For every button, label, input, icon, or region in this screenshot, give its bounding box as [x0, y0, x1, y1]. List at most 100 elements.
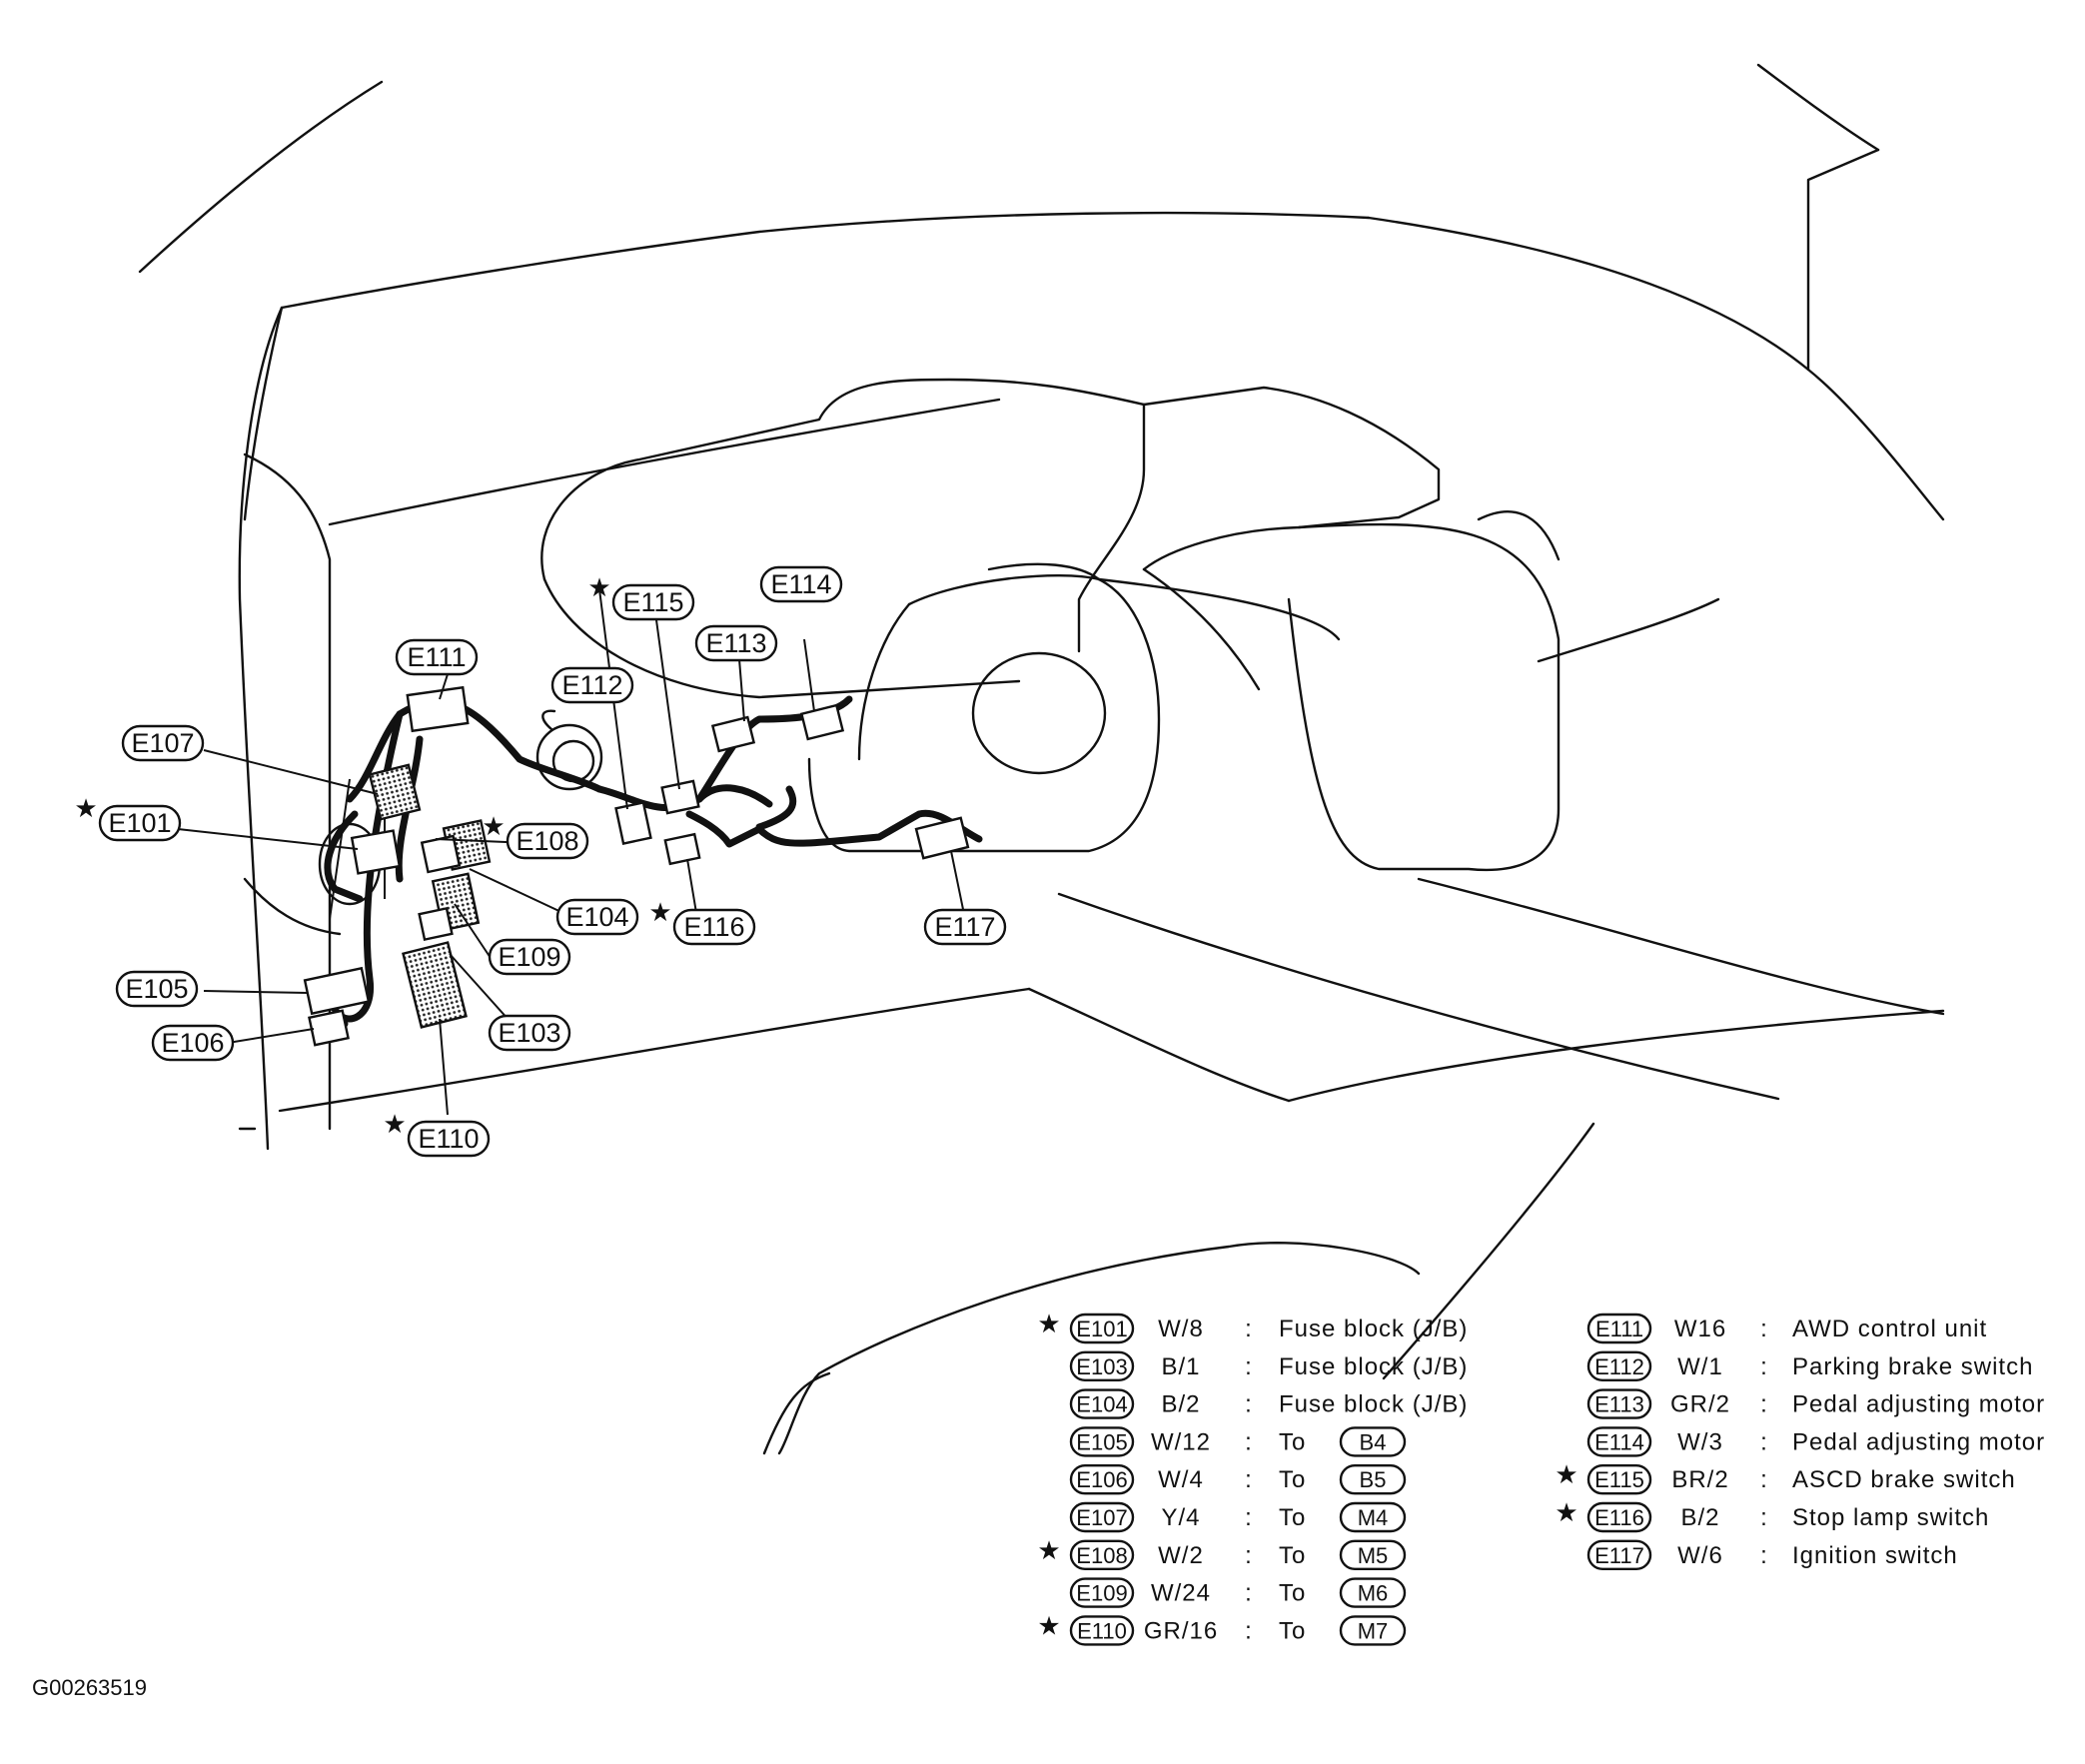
- legend-target-connector: M5: [1358, 1543, 1389, 1568]
- legend-target-connector: M4: [1358, 1505, 1389, 1530]
- legend-wire-color: B/2: [1680, 1504, 1719, 1531]
- star-icon: ★: [482, 812, 505, 842]
- legend-description: Fuse block (J/B): [1279, 1316, 1468, 1342]
- callout-label: E111: [407, 642, 466, 672]
- star-icon: ★: [648, 898, 671, 928]
- callout-e103: E103: [488, 1014, 571, 1052]
- legend-separator: :: [1760, 1504, 1768, 1531]
- callout-e111: E111: [395, 638, 479, 676]
- legend-separator: :: [1245, 1428, 1253, 1455]
- callout-label: E101: [108, 808, 171, 838]
- legend-separator: :: [1760, 1428, 1768, 1455]
- callout-e106: E106: [151, 1024, 235, 1062]
- legend-separator: :: [1245, 1504, 1253, 1531]
- callout-e101: E101 ★: [74, 794, 182, 842]
- legend-description: Parking brake switch: [1792, 1353, 2033, 1380]
- legend-separator: :: [1245, 1580, 1253, 1607]
- figure-code: G00263519: [32, 1675, 147, 1700]
- vehicle-outline: [138, 63, 1945, 1455]
- legend-description: To: [1279, 1580, 1306, 1607]
- legend-separator: :: [1245, 1466, 1253, 1493]
- callout-e114: E114: [759, 565, 843, 603]
- legend-description: Pedal adjusting motor: [1792, 1391, 2045, 1418]
- callout-e110: E110★: [383, 1110, 491, 1158]
- callout-label: E114: [770, 569, 831, 599]
- legend-wire-color: W16: [1674, 1316, 1726, 1342]
- legend-wire-color: B/2: [1161, 1391, 1200, 1418]
- callout-e115: E115★: [587, 573, 695, 621]
- legend-wire-color: W/24: [1151, 1580, 1211, 1607]
- legend-description: AWD control unit: [1792, 1316, 1987, 1342]
- legend-description: To: [1279, 1617, 1306, 1644]
- callout-label: E113: [705, 628, 766, 658]
- legend-wire-color: W/2: [1158, 1542, 1204, 1569]
- callout-e117: E117: [923, 908, 1007, 946]
- connector-shapes: [303, 685, 970, 1047]
- legend-wire-color: W/3: [1677, 1428, 1723, 1455]
- legend-connector-id: E101: [1076, 1317, 1127, 1341]
- star-icon: ★: [1555, 1460, 1577, 1490]
- callout-label: E107: [131, 728, 194, 758]
- legend-description: Fuse block (J/B): [1279, 1391, 1468, 1418]
- callout-e108: E108 ★: [482, 812, 589, 860]
- legend-description: To: [1279, 1542, 1306, 1569]
- legend-wire-color: W/4: [1158, 1466, 1204, 1493]
- legend-description: Ignition switch: [1792, 1542, 1958, 1569]
- callout-e104: E104: [555, 898, 639, 936]
- legend-separator: :: [1245, 1353, 1253, 1380]
- legend-connector-id: E114: [1594, 1429, 1644, 1454]
- legend-row-e108: ★ E108 W/2: To M5: [1037, 1536, 1407, 1571]
- legend-description: To: [1279, 1466, 1306, 1493]
- legend-description: To: [1279, 1428, 1306, 1455]
- callout-label: E115: [622, 587, 683, 617]
- callout-e105: E105: [115, 970, 199, 1008]
- legend-description: Fuse block (J/B): [1279, 1353, 1468, 1380]
- legend-description: Stop lamp switch: [1792, 1504, 1989, 1531]
- legend-target-connector: M7: [1358, 1618, 1389, 1643]
- legend-wire-color: Y/4: [1161, 1504, 1200, 1531]
- callout-e109: E109: [488, 938, 571, 976]
- star-icon: ★: [74, 794, 97, 824]
- legend-separator: :: [1760, 1542, 1768, 1569]
- star-icon: ★: [1037, 1310, 1060, 1339]
- legend-description: To: [1279, 1504, 1306, 1531]
- legend-separator: :: [1245, 1542, 1253, 1569]
- star-icon: ★: [1037, 1536, 1060, 1566]
- legend-wire-color: BR/2: [1671, 1466, 1728, 1493]
- star-icon: ★: [1555, 1498, 1577, 1528]
- legend-separator: :: [1245, 1391, 1253, 1418]
- callout-label: E103: [498, 1018, 560, 1048]
- legend-separator: :: [1760, 1353, 1768, 1380]
- legend-separator: :: [1245, 1316, 1253, 1342]
- callout-label: E106: [161, 1028, 224, 1058]
- star-icon: ★: [1037, 1611, 1060, 1641]
- legend-connector-id: E103: [1076, 1354, 1127, 1379]
- legend-wire-color: W/12: [1151, 1428, 1211, 1455]
- callout-e116: E116 ★: [648, 898, 756, 946]
- legend-wire-color: W/6: [1677, 1542, 1723, 1569]
- callout-label: E105: [125, 974, 188, 1004]
- callout-layer: E101★E103E104E105E106E107E108★E109E110★E…: [74, 565, 1007, 1158]
- callout-label: E116: [683, 912, 744, 942]
- callout-label: E108: [516, 826, 578, 856]
- legend-connector-id: E112: [1594, 1354, 1644, 1379]
- legend-connector-id: E115: [1594, 1467, 1644, 1492]
- legend-target-connector: B5: [1360, 1467, 1387, 1492]
- callout-label: E110: [418, 1124, 479, 1154]
- legend-connector-id: E108: [1076, 1543, 1127, 1568]
- callout-label: E109: [498, 942, 560, 972]
